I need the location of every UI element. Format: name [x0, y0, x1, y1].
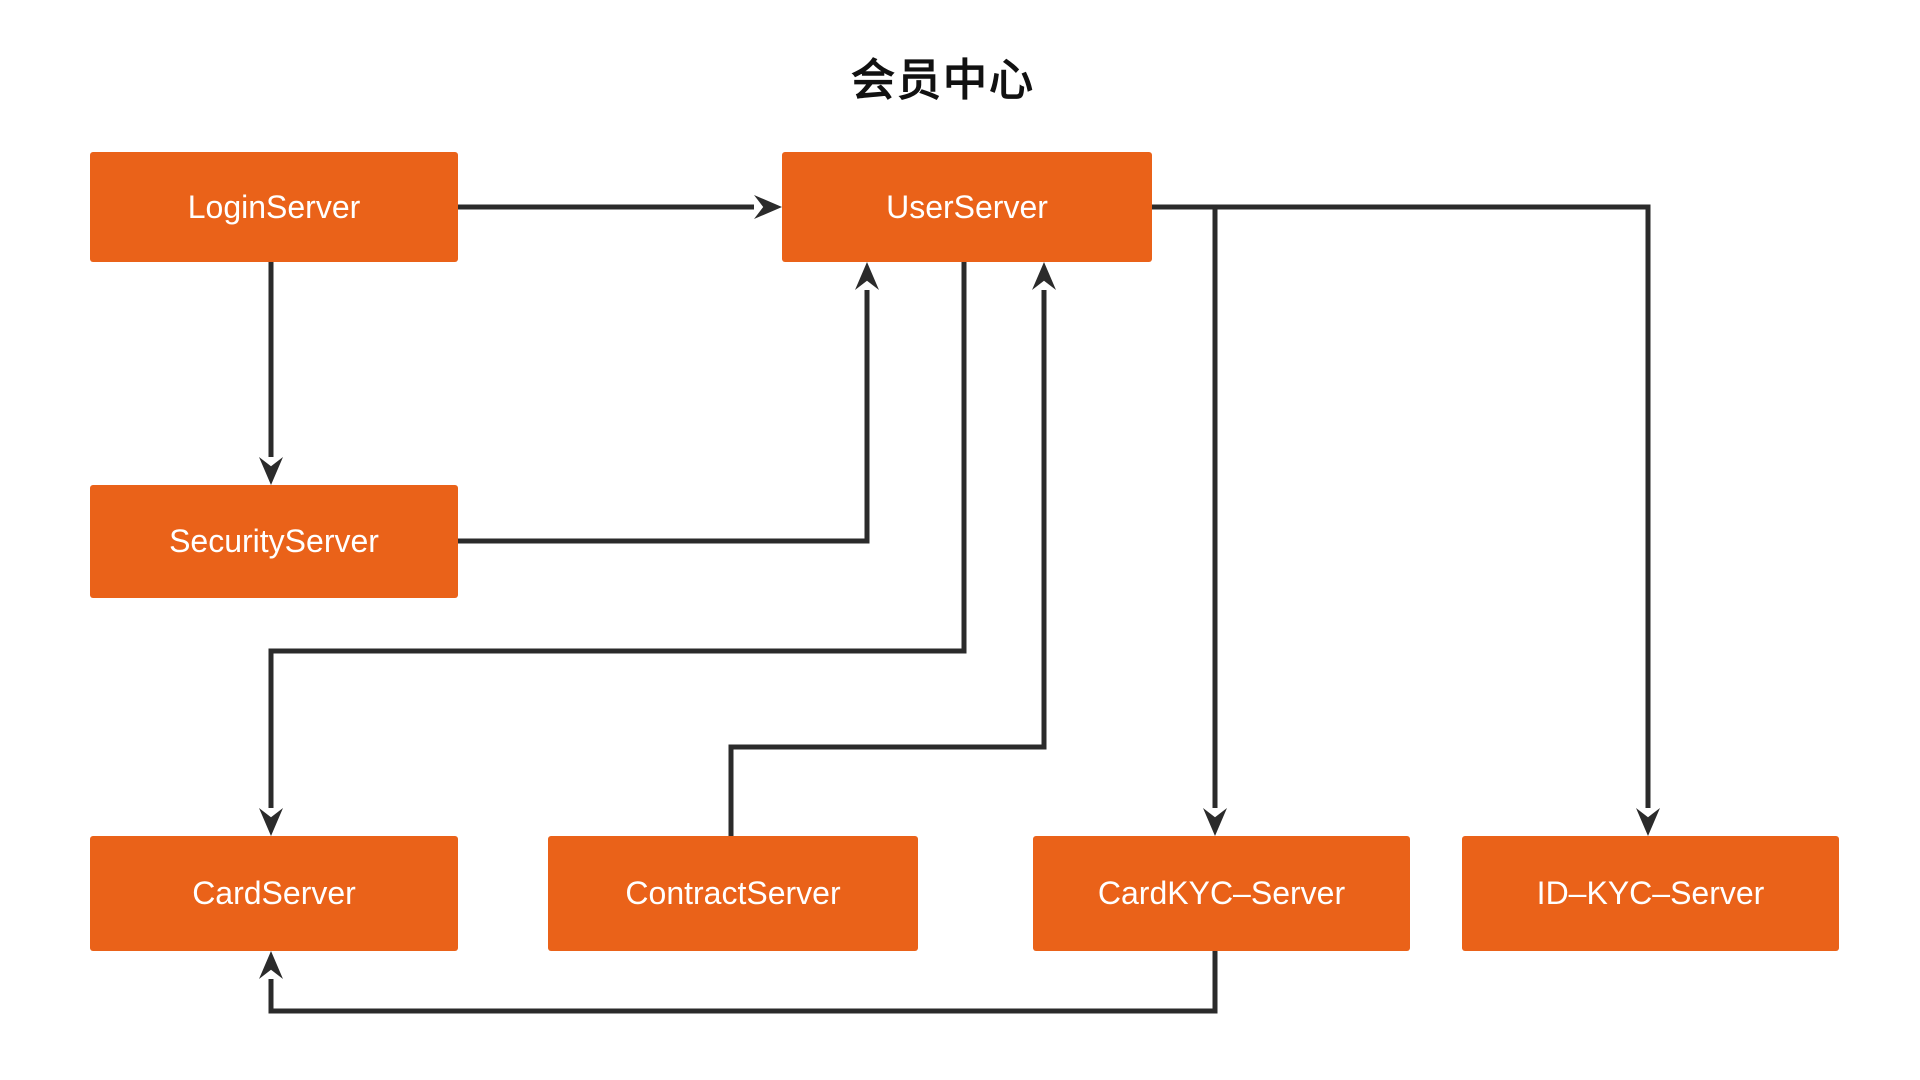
edge-cardkycserver-to-cardserver [259, 951, 1218, 1014]
node-contract-server[interactable]: ContractServer [548, 836, 918, 951]
node-card-kyc-server[interactable]: CardKYC–Server [1033, 836, 1410, 951]
node-user-server-label: UserServer [886, 188, 1048, 225]
node-security-server-label: SecurityServer [169, 523, 379, 559]
diagram-title: 会员中心 [851, 56, 1035, 105]
node-id-kyc-server-label: ID–KYC–Server [1536, 875, 1765, 911]
node-security-server[interactable]: SecurityServer [90, 485, 458, 598]
node-contract-server-label: ContractServer [625, 875, 841, 911]
node-id-kyc-server[interactable]: ID–KYC–Server [1462, 836, 1839, 951]
node-login-server[interactable]: LoginServer [90, 152, 458, 262]
edge-contractserver-to-userserver [728, 262, 1056, 836]
edge-userserver-to-idkycserver [1152, 204, 1660, 836]
node-user-server[interactable]: UserServer [782, 152, 1152, 262]
edge-securityserver-to-userserver [458, 262, 879, 544]
node-card-server[interactable]: CardServer [90, 836, 458, 951]
node-card-server-label: CardServer [192, 875, 356, 911]
node-login-server-label: LoginServer [187, 188, 361, 225]
edge-userserver-to-cardserver [259, 262, 967, 836]
node-card-kyc-server-label: CardKYC–Server [1097, 875, 1346, 911]
